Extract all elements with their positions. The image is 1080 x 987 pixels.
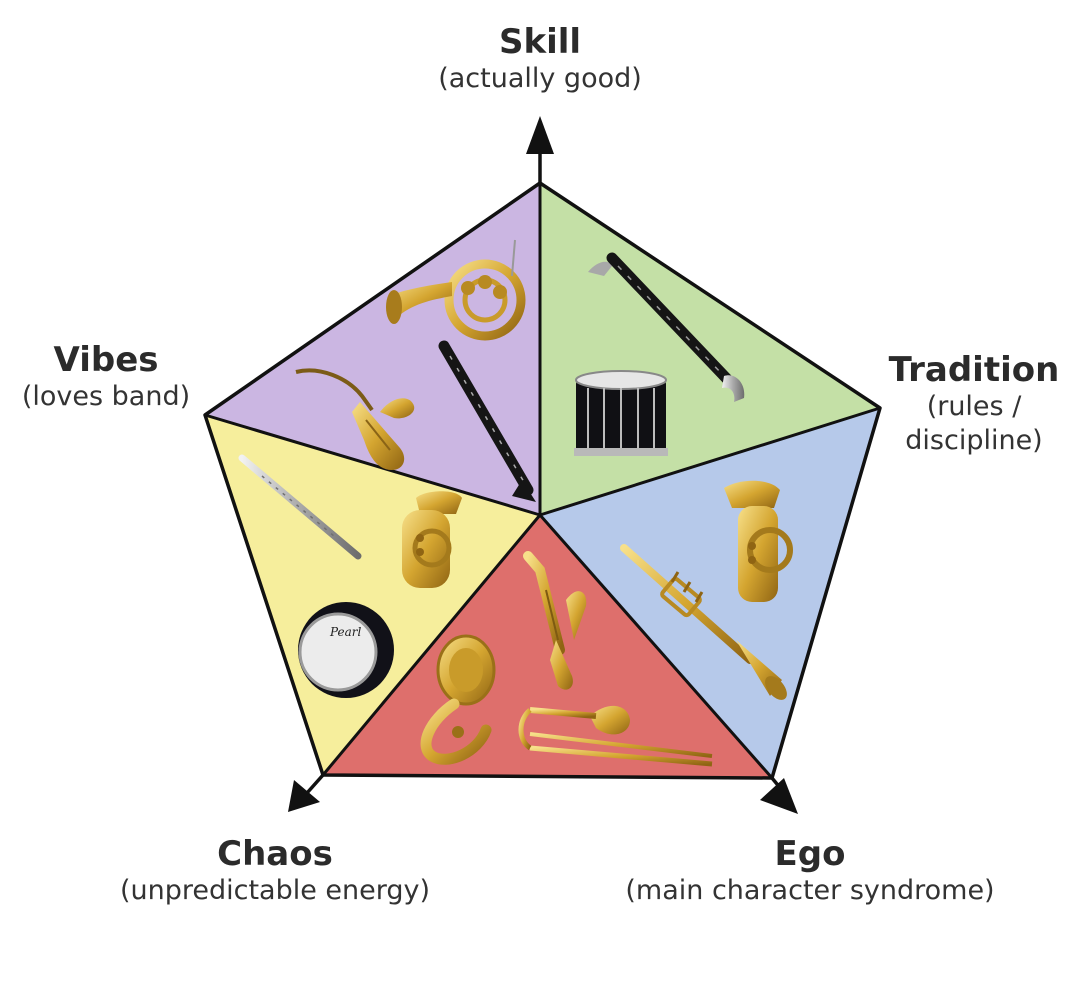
- french-horn-icon: [386, 239, 526, 341]
- trombone-icon: [518, 705, 713, 767]
- axis-title-chaos: Chaos: [217, 834, 333, 874]
- axis-subtitle-vibes: (loves band): [21, 381, 191, 412]
- sousaphone-icon: [420, 634, 496, 765]
- clarinet-icon: [438, 340, 536, 502]
- section-tradition-ego: [540, 408, 880, 778]
- axis-title-tradition: Tradition: [888, 350, 1060, 390]
- axis-subtitle-tradition-line-2: discipline): [905, 425, 1043, 456]
- baritone-saxophone-icon: [523, 551, 587, 690]
- bass-drum-icon: Pearl: [298, 602, 394, 698]
- axis-label-vibes: Vibes (loves band): [0, 340, 212, 414]
- trumpet-icon: [620, 544, 787, 700]
- axis-arrows: [288, 116, 798, 814]
- chaos-arrow-icon: [288, 780, 320, 812]
- bass-clarinet-icon: [588, 252, 745, 402]
- alto-saxophone-icon: [295, 368, 415, 470]
- axis-title-skill: Skill: [498, 22, 582, 62]
- tuba-icon: [724, 480, 793, 602]
- drum-logo: Pearl: [329, 625, 362, 639]
- axis-subtitle-chaos: (unpredictable energy): [119, 875, 431, 906]
- axis-label-tradition: Tradition (rules / discipline): [876, 350, 1072, 458]
- ego-arrow-icon: [760, 778, 798, 814]
- axis-label-skill: Skill (actually good): [380, 22, 700, 96]
- section-ego-chaos: [323, 515, 772, 778]
- axis-title-ego: Ego: [774, 834, 846, 874]
- axis-subtitle-tradition-line-1: (rules /: [926, 391, 1022, 422]
- pentagon-outline: [203, 181, 882, 780]
- axis-label-ego: Ego (main character syndrome): [590, 834, 1030, 908]
- axis-subtitle-skill: (actually good): [438, 63, 642, 94]
- section-skill-vibes: [205, 183, 540, 515]
- axis-title-vibes: Vibes: [53, 340, 159, 380]
- marching-snare-drum-icon: [574, 370, 668, 456]
- skill-arrow-icon: [526, 116, 554, 154]
- section-dividers: [204, 183, 881, 779]
- flute-icon: [238, 454, 362, 560]
- euphonium-icon: [402, 491, 462, 588]
- axis-subtitle-ego: (main character syndrome): [625, 875, 995, 906]
- axis-label-chaos: Chaos (unpredictable energy): [40, 834, 510, 908]
